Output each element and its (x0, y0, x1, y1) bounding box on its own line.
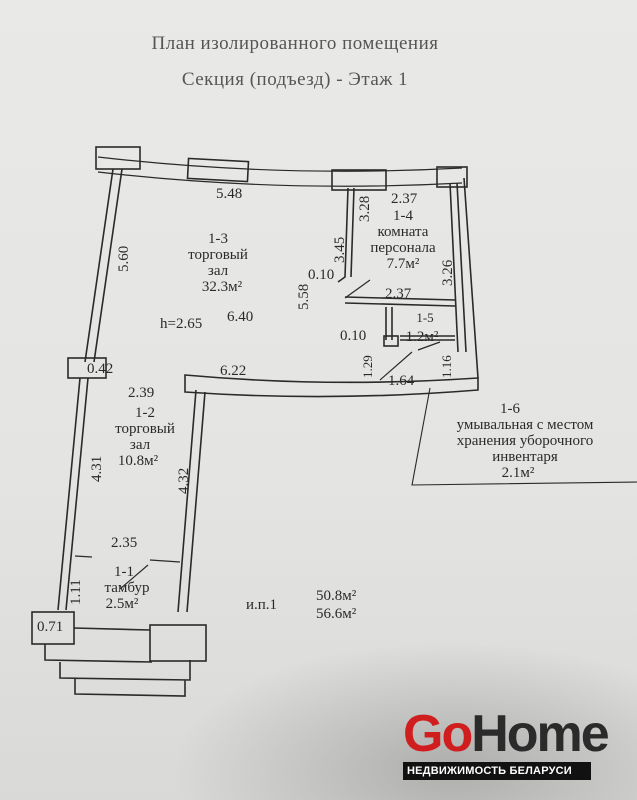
dim: 1.64 (388, 373, 415, 389)
room-1-3-id: 1-3 (208, 231, 228, 247)
dim: 0.10 (340, 328, 367, 344)
dim: 1.29 (360, 355, 375, 378)
room-1-3-name: торговый (188, 247, 248, 263)
gohome-logo: GoHome НЕДВИЖИМОСТЬ БЕЛАРУСИ (403, 705, 610, 780)
room-1-1-name: тамбур (104, 580, 150, 596)
logo-go: Go (403, 705, 473, 763)
dim: 3.26 (440, 259, 456, 286)
logo-home: Home (471, 705, 609, 763)
room-1-3-name2: зал (207, 263, 229, 279)
totals-area-1: 50.8м² (316, 588, 357, 604)
room-1-4-id: 1-4 (393, 208, 413, 224)
dim: 3.28 (357, 195, 373, 222)
dim: 1.11 (68, 579, 84, 605)
room-1-2-name2: зал (129, 437, 151, 453)
dim: 3.45 (332, 236, 348, 263)
dim: 2.39 (128, 385, 155, 401)
ceiling-height: h=2.65 (160, 316, 203, 332)
dim: 6.40 (227, 309, 254, 325)
room-1-6-id: 1-6 (500, 401, 520, 417)
totals-label: и.п.1 (246, 597, 278, 613)
room-1-6-name2: хранения уборочного (456, 433, 594, 449)
room-1-2-id: 1-2 (135, 405, 155, 421)
dim: 6.22 (220, 363, 247, 379)
dim: 1.16 (439, 355, 454, 378)
room-1-3-area: 32.3м² (201, 279, 243, 295)
room-1-6-name: умывальная с местом (456, 417, 594, 433)
dim: 0.71 (37, 619, 64, 635)
room-1-4-name2: персонала (370, 240, 436, 256)
room-1-5-id: 1-5 (416, 310, 434, 325)
room-1-2-name: торговый (115, 421, 175, 437)
room-1-1-area: 2.5м² (105, 596, 139, 612)
logo-tagline: НЕДВИЖИМОСТЬ БЕЛАРУСИ (403, 762, 591, 780)
dim: 5.48 (216, 186, 243, 202)
room-1-6-name3: инвентаря (492, 449, 558, 465)
dim: 0.10 (308, 267, 335, 283)
dim: 4.31 (89, 455, 105, 482)
dim: 2.37 (391, 191, 418, 207)
room-1-2-area: 10.8м² (117, 453, 159, 469)
room-1-4-area: 7.7м² (386, 256, 420, 272)
dim: 2.37 (385, 286, 412, 302)
totals-area-2: 56.6м² (316, 606, 357, 622)
dim: 4.32 (176, 467, 192, 494)
dim: 0.42 (87, 361, 114, 377)
room-1-5-area: 1.2м² (405, 329, 439, 345)
plan-subtitle: Секция (подъезд) - Этаж 1 (181, 69, 409, 90)
dim: 5.60 (116, 245, 132, 272)
pier (95, 146, 141, 170)
room-1-6-area: 2.1м² (501, 465, 535, 481)
room-1-1-id: 1-1 (114, 564, 134, 580)
dim: 2.35 (111, 535, 138, 551)
logo-wordmark: GoHome (403, 705, 610, 763)
plan-title: План изолированного помещения (151, 33, 439, 54)
room-1-4-name: комната (377, 224, 429, 240)
dim: 5.58 (296, 283, 312, 310)
